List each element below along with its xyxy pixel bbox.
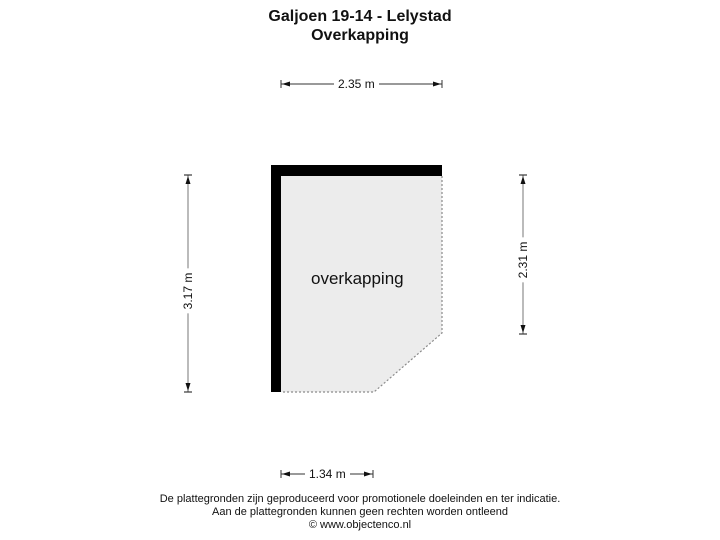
- dimension-top-label: 2.35 m: [334, 77, 379, 91]
- room-label: overkapping: [311, 269, 404, 288]
- room-area: [276, 170, 442, 392]
- dimension-left-label: 3.17 m: [181, 268, 195, 314]
- disclaimer-line-1: De plattegronden zijn geproduceerd voor …: [159, 493, 561, 505]
- wall-top: [271, 165, 442, 176]
- plan-subtitle: Overkapping: [311, 27, 409, 44]
- dimension-bottom-label: 1.34 m: [305, 467, 350, 481]
- disclaimer-line-2: Aan de plattegronden kunnen geen rechten…: [211, 506, 508, 518]
- wall-left: [271, 165, 281, 392]
- dimension-right-label: 2.31 m: [516, 237, 530, 283]
- copyright-line: © www.objectenco.nl: [308, 519, 412, 531]
- plan-title: Galjoen 19-14 - Lelystad: [268, 8, 452, 25]
- open-edge: [281, 176, 443, 393]
